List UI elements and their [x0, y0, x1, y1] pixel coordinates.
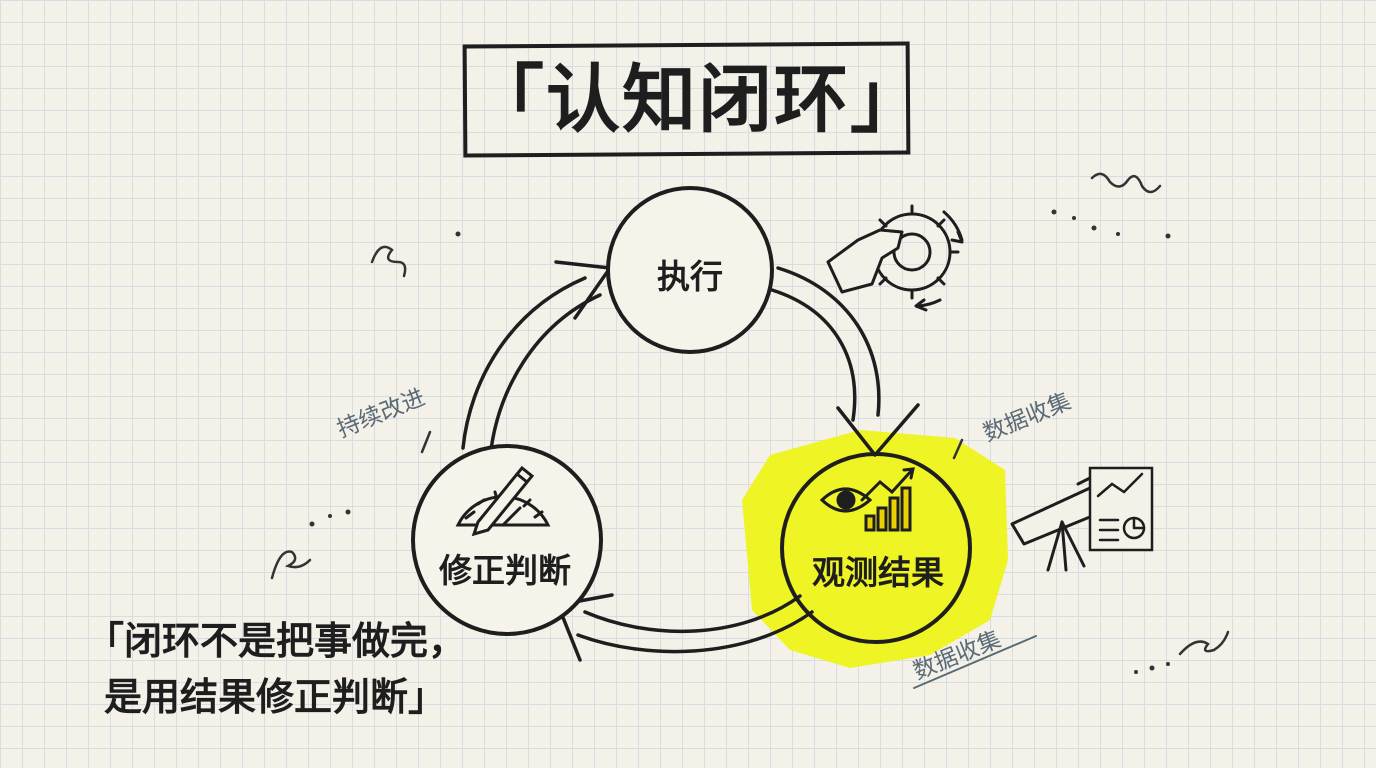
- decorative-scribbles: [270, 172, 1230, 689]
- node-observe-circle: [780, 452, 972, 644]
- node-execute-label: 执行: [657, 257, 723, 296]
- node-correct-label: 修正判断: [439, 551, 571, 590]
- quote-line-1: 「闭环不是把事做完，: [86, 619, 467, 663]
- hand-gear-icon: [826, 204, 964, 312]
- node-execute-circle: [606, 186, 774, 354]
- quote-block: 「闭环不是把事做完， 是用结果修正判断」: [86, 613, 466, 725]
- quote-line-2: 是用结果修正判断」: [104, 675, 447, 719]
- decorative-dots: [309, 209, 1171, 674]
- presentation-board-icon: [1088, 466, 1154, 552]
- pencil-gauge-icon: [455, 465, 551, 537]
- eye-chart-icon: [819, 467, 915, 532]
- node-correct-circle: [411, 444, 603, 636]
- page-title: 「认知闭环」: [470, 57, 926, 143]
- node-observe-label: 观测结果: [812, 553, 944, 592]
- observe-highlight: [742, 430, 1008, 668]
